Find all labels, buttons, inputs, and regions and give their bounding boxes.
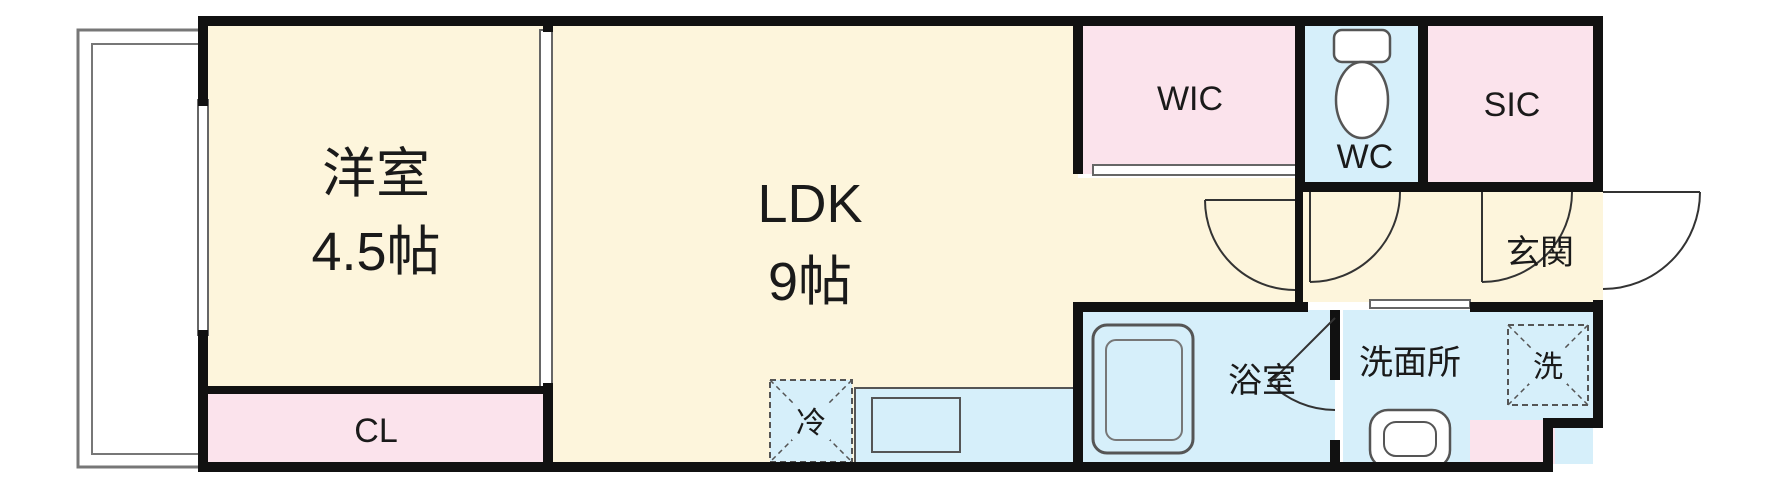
washbasin xyxy=(1368,408,1452,470)
balcony xyxy=(76,28,204,469)
washer-space: 洗 xyxy=(1507,324,1589,406)
toilet xyxy=(1332,28,1392,140)
bathtub xyxy=(1091,323,1195,455)
wic-label: WIC xyxy=(1157,80,1223,118)
washer-label: 洗 xyxy=(1533,351,1563,384)
entrance-label: 玄関 xyxy=(1506,234,1574,272)
western-room-floor xyxy=(204,24,548,392)
sic-label: SIC xyxy=(1484,86,1541,124)
doors xyxy=(1204,191,1701,411)
fridge-label: 冷 xyxy=(796,407,826,440)
fridge-space: 冷 xyxy=(769,379,853,463)
ldk-size: 9帖 xyxy=(768,252,852,312)
bathroom-label: 浴室 xyxy=(1228,362,1296,400)
washroom-notch xyxy=(1470,420,1555,464)
wic-floor xyxy=(1083,24,1295,174)
ldk-name: LDK xyxy=(757,174,862,234)
ldk-upper-right-floor xyxy=(1078,178,1308,302)
wc-label: WC xyxy=(1337,138,1394,176)
walls xyxy=(198,16,1603,472)
western-room-size: 4.5帖 xyxy=(311,222,440,282)
kitchen-counter xyxy=(854,387,1079,465)
western-room-name: 洋室 xyxy=(322,144,430,204)
closet-floor xyxy=(204,392,548,464)
sic-floor xyxy=(1428,24,1593,184)
windows xyxy=(197,29,1471,391)
closet-label: CL xyxy=(354,412,397,450)
washroom-label: 洗面所 xyxy=(1359,344,1461,382)
